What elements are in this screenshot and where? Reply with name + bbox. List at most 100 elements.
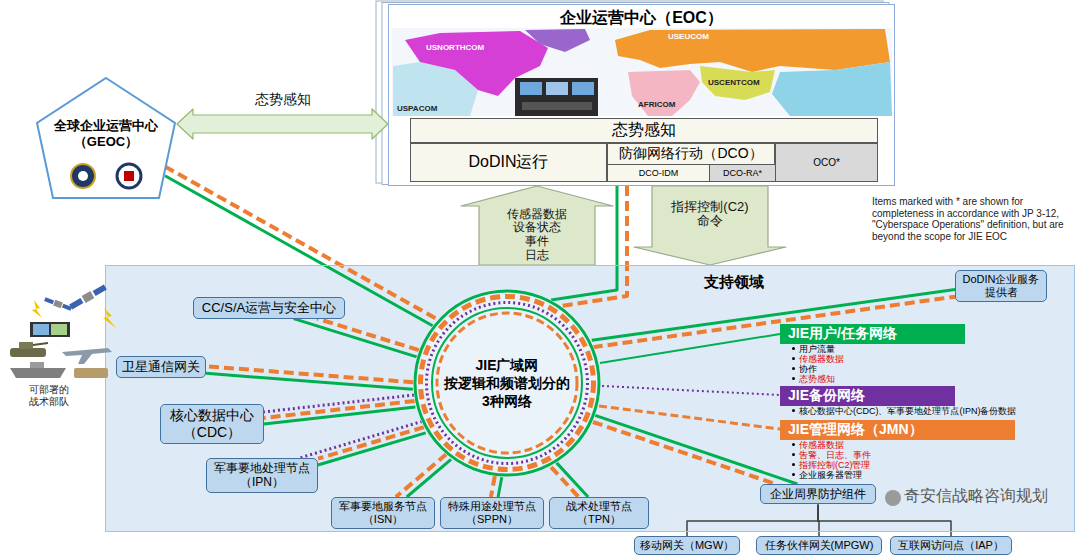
- network-link: [407, 459, 451, 497]
- network-ring: [421, 297, 594, 470]
- bullet-dot: [792, 347, 795, 350]
- label-text: Items marked with * are shown for comple…: [872, 196, 1064, 242]
- network-link: [294, 319, 417, 357]
- label-text: 核心数据中心(CDC)、军事要地处理节点(IPN)备份数据: [799, 406, 1017, 416]
- tank-gun: [33, 343, 48, 345]
- legend-text: JIE备份网络: [788, 387, 865, 403]
- node-text: 战术处理节点（TPN）: [553, 500, 645, 526]
- network-link: [595, 415, 797, 484]
- label-text: 协作: [799, 364, 817, 374]
- aircraft-icon: [62, 348, 112, 364]
- scope-note: Items marked with * are shown for comple…: [872, 196, 1072, 242]
- label-text: 指挥控制(C2)管理: [799, 460, 871, 470]
- photo-screen: [520, 82, 542, 95]
- network-link: [165, 176, 433, 326]
- command-center-pentagon: 全球企业运营中心（GEOC）: [35, 76, 177, 200]
- process-box: 特殊用途处理节点（SPPN）: [440, 497, 544, 529]
- label-text: USCENTCOM: [708, 78, 760, 87]
- edge-label: 传感器数据 设备状态 事件 日志: [492, 208, 582, 263]
- node-text: 军事要地服务节点（ISN）: [335, 500, 431, 526]
- label-text: USPACOM: [397, 104, 437, 113]
- node-text: 移动网关（MGW）: [638, 539, 736, 552]
- network-ring: [415, 291, 599, 475]
- gateway-box: 移动网关（MGW）: [634, 536, 740, 555]
- gateway-box: 互联网访问点（IAP）: [890, 536, 1012, 555]
- lightning-icon: [103, 308, 116, 328]
- node-text: DCO-RA*: [723, 168, 762, 178]
- network-link: [593, 422, 776, 484]
- node-text: 互联网访问点（IAP）: [894, 539, 1008, 552]
- satellite-body: [82, 291, 95, 303]
- seal-logos: [71, 164, 141, 188]
- photo-desk: [522, 102, 592, 110]
- map-ground: [392, 28, 892, 116]
- network-link: [317, 319, 419, 351]
- awareness-bar: 态势感知: [410, 118, 878, 143]
- network-link: [264, 395, 414, 412]
- node-text: 任务伙伴网关(MPGW): [760, 539, 878, 552]
- monitor-icon: [30, 322, 70, 337]
- bullet-dot: [792, 377, 795, 380]
- map-region-label: USNORTHCOM: [426, 43, 484, 52]
- label-text: 告警、日志、事件: [799, 450, 871, 460]
- network-ring: [427, 303, 588, 464]
- photo-screen: [572, 82, 594, 95]
- seal-logo: [71, 164, 95, 188]
- seal-logo: [117, 164, 141, 188]
- bullet-item: 告警、日志、事件: [792, 450, 871, 460]
- node-text: 军事要地处理节点（IPN）: [210, 461, 314, 490]
- legend-swatch: JIE管理网络（JMN）: [780, 420, 1015, 440]
- network-link: [206, 366, 413, 382]
- out-of-scope-cell: DCO-RA*: [709, 164, 776, 182]
- bullet-item: 用户流量: [792, 344, 835, 354]
- legend-swatch: JIE用户/任务网络: [780, 324, 965, 344]
- network-ring: [432, 308, 582, 458]
- flow-arrow: [177, 109, 388, 139]
- ship-icon: [10, 368, 66, 378]
- legend-swatch: JIE备份网络: [780, 386, 955, 406]
- out-of-scope-cell: OCO*: [775, 143, 878, 182]
- edge-label: 态势感知: [243, 91, 323, 107]
- map-region-label: USPACOM: [397, 104, 437, 113]
- node-text: JIE广域网 按逻辑和频谱划分的 3种网络: [439, 356, 575, 411]
- map-region: [772, 62, 892, 116]
- pentagon-shape: [37, 78, 175, 198]
- tactical-forces-icons: [10, 284, 116, 378]
- edge-label: 指挥控制(C2) 命令: [654, 200, 766, 230]
- function-cell: DoDIN运行: [410, 143, 607, 182]
- bullet-item: 态势感知: [792, 374, 835, 384]
- bullet-item: 指挥控制(C2)管理: [792, 460, 871, 470]
- map-region: [700, 66, 775, 100]
- node-text: 防御网络行动（DCO）: [608, 144, 774, 163]
- satellite-panel: [62, 304, 72, 311]
- process-box: 企业周界防护组件: [760, 484, 876, 504]
- node-text: DoDIN运行: [468, 152, 548, 173]
- world-map: [392, 28, 892, 116]
- node-text: 支持领域: [704, 273, 764, 292]
- network-link: [498, 477, 502, 497]
- satellite-icon: [44, 296, 72, 311]
- satellite-panel: [93, 284, 107, 296]
- bullet-dot: [792, 473, 795, 476]
- bullet-dot: [792, 453, 795, 456]
- legend-link: [600, 334, 780, 363]
- map-region: [615, 29, 890, 72]
- ops-room-photo: [515, 78, 598, 116]
- node-text: CC/S/A运营与安全中心: [197, 300, 341, 316]
- flow-arrow: [461, 186, 613, 265]
- node-text: DCO-IDM: [639, 168, 679, 178]
- label-text: USNORTHCOM: [426, 43, 484, 52]
- map-region-label: AFRICOM: [638, 100, 675, 109]
- node-text: 全球企业运营中心（GEOC）: [46, 118, 166, 149]
- figure-caption: 可部署的战术部队: [26, 384, 72, 407]
- bullet-item: 传感器数据: [792, 354, 844, 364]
- bullet-item: 核心数据中心(CDC)、军事要地处理节点(IPN)备份数据: [792, 406, 1017, 416]
- network-link: [299, 421, 422, 458]
- monitor-screen: [51, 324, 67, 335]
- truck-icon: [74, 368, 108, 378]
- bullet-dot: [792, 409, 795, 412]
- bullet-dot: [792, 463, 795, 466]
- seal-logo: [78, 171, 88, 181]
- map-region: [628, 70, 700, 116]
- watermark: 奇安信战略咨询规划: [904, 487, 1048, 505]
